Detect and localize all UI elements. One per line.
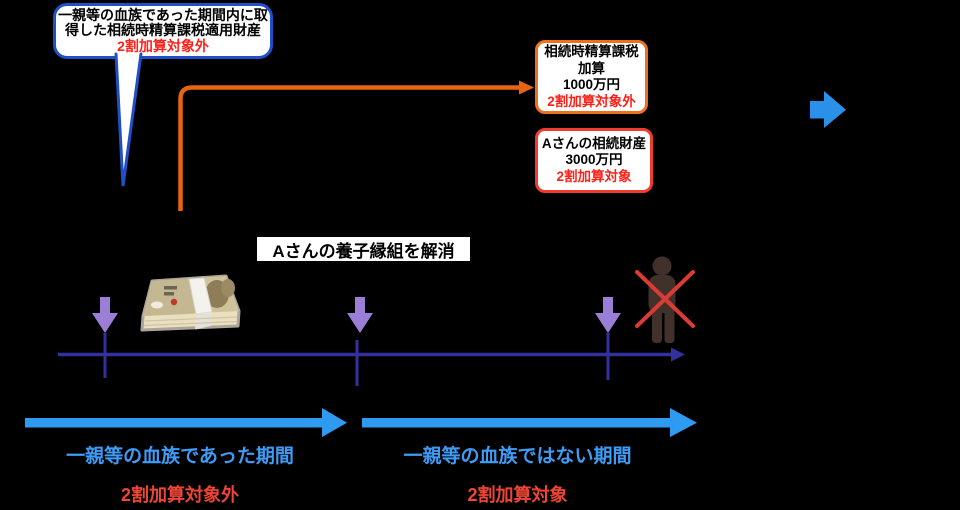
timeline-arrowhead-icon (671, 347, 685, 362)
flow-arrow-orange (178, 80, 534, 211)
callout-bubble: 一親等の血族であった期間内に取 得した相続時精算課税適用財産 2割加算対象外 (53, 3, 273, 59)
period-arrow-left (25, 408, 347, 437)
timeline-axis (58, 333, 685, 386)
settlement-line1: 相続時精算課税 (544, 44, 639, 59)
inheritance-amount: 3000万円 (565, 152, 623, 168)
adoption-dissolution-label: Aさんの養子縁組を解消 (256, 236, 471, 262)
period-arrow-right (362, 408, 697, 437)
callout-line2: 得した相続時精算課税適用財産 (65, 22, 261, 39)
period-label-right: 一親等の血族ではない期間 (403, 446, 632, 467)
settlement-tax-box: 相続時精算課税 加算 1000万円 2割加算対象外 (535, 40, 648, 114)
status-label-right: 2割加算対象 (467, 485, 568, 505)
marker-arrow-icon-3 (595, 297, 621, 333)
inheritance-assets-box: Aさんの相続財産 3000万円 2割加算対象 (535, 128, 653, 193)
blue-block-arrow-icon (810, 91, 846, 128)
settlement-amount: 1000万円 (562, 77, 621, 92)
settlement-status: 2割加算対象外 (547, 93, 636, 109)
yen-banknote-stack-icon (140, 274, 241, 332)
callout-line1: 一親等の血族であった期間内に取 (58, 6, 268, 23)
settlement-line2: 加算 (578, 60, 605, 76)
status-label-left: 2割加算対象外 (120, 485, 239, 505)
inheritance-status: 2割加算対象 (556, 168, 632, 184)
period-label-left: 一親等の血族であった期間 (66, 446, 294, 467)
inheritance-line1: Aさんの相続財産 (541, 135, 647, 151)
marker-arrow-icon-1 (92, 297, 118, 333)
red-cross-out-icon (635, 270, 695, 328)
marker-arrow-icon-2 (347, 297, 373, 333)
callout-tail (114, 52, 143, 187)
callout-highlight: 2割加算対象外 (117, 37, 209, 54)
